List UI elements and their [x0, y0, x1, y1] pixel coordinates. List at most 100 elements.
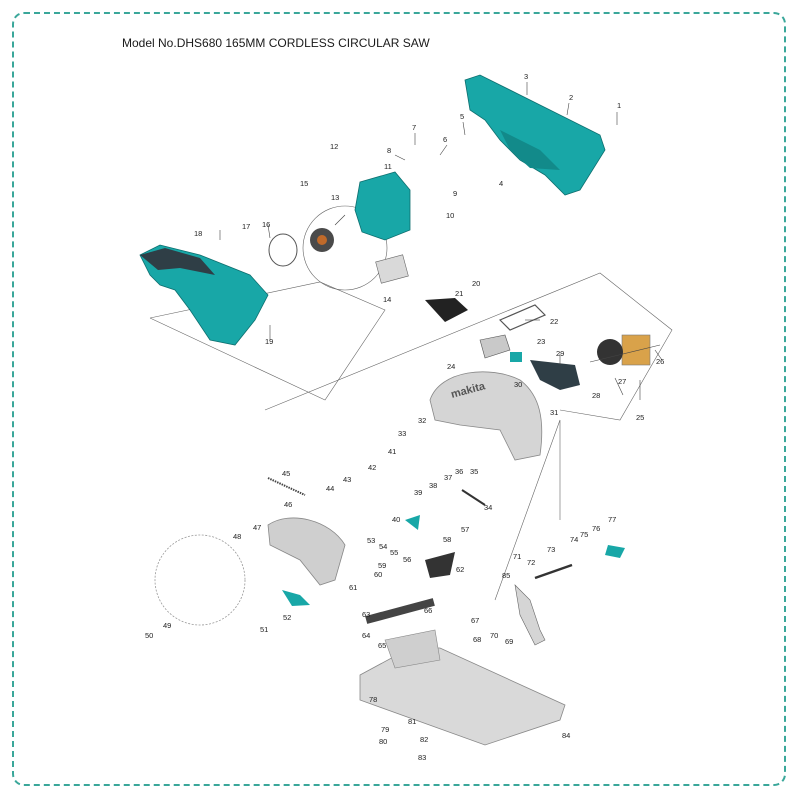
part-label-15: 15 [300, 179, 308, 188]
part-label-77: 77 [608, 515, 616, 524]
part-label-29: 29 [556, 349, 564, 358]
part-label-19: 19 [265, 337, 273, 346]
saw-blade [154, 534, 246, 626]
part-label-9: 9 [453, 189, 457, 198]
part-label-76: 76 [592, 524, 600, 533]
motor-housing [354, 171, 411, 241]
part-label-69: 69 [505, 637, 513, 646]
part-label-79: 79 [381, 725, 389, 734]
part-label-1: 1 [617, 101, 621, 110]
part-label-20: 20 [472, 279, 480, 288]
part-label-47: 47 [253, 523, 261, 532]
part-label-16: 16 [262, 220, 270, 229]
rear-handle-housing [464, 74, 606, 196]
part-label-73: 73 [547, 545, 555, 554]
part-label-27: 27 [618, 377, 626, 386]
part-label-8: 8 [387, 146, 391, 155]
stator-core [317, 235, 327, 245]
lever-52 [282, 590, 310, 606]
part-label-45: 45 [282, 469, 290, 478]
part-label-51: 51 [260, 625, 268, 634]
part-label-75: 75 [580, 530, 588, 539]
part-label-2: 2 [569, 93, 573, 102]
shaft-73 [534, 563, 573, 580]
part-label-7: 7 [412, 123, 416, 132]
lever-54 [405, 515, 420, 530]
part-label-3: 3 [524, 72, 528, 81]
part-label-53: 53 [367, 536, 375, 545]
part-label-48: 48 [233, 532, 241, 541]
part-label-4: 4 [499, 179, 503, 188]
depth-guide [365, 598, 435, 624]
part-label-32: 32 [418, 416, 426, 425]
part-label-83: 83 [418, 753, 426, 762]
part-label-35: 35 [470, 467, 478, 476]
rear-handle-grip [500, 130, 560, 170]
part-label-80: 80 [379, 737, 387, 746]
fan-gear [597, 339, 623, 365]
part-label-36: 36 [455, 467, 463, 476]
bearing-cover [268, 233, 298, 267]
part-label-49: 49 [163, 621, 171, 630]
part-label-54: 54 [379, 542, 387, 551]
part-label-56: 56 [403, 555, 411, 564]
front-handle [498, 304, 547, 331]
part-labels: 1 2 3 4 5 6 7 8 9 10 11 12 13 14 15 16 1… [145, 72, 664, 762]
part-label-70: 70 [490, 631, 498, 640]
motor-housing-grip [140, 248, 215, 275]
part-label-63: 63 [362, 610, 370, 619]
part-label-78: 78 [369, 695, 377, 704]
part-label-5: 5 [460, 112, 464, 121]
part-label-62: 62 [456, 565, 464, 574]
part-label-28: 28 [592, 391, 600, 400]
part-label-59: 59 [378, 561, 386, 570]
part-label-38: 38 [429, 481, 437, 490]
lock-lever [479, 334, 511, 359]
safety-cover [267, 517, 346, 586]
part-label-10: 10 [446, 211, 454, 220]
bracket-58 [425, 552, 455, 578]
part-label-14: 14 [383, 295, 391, 304]
spindle-shaft [461, 489, 486, 506]
base-plate-upright [384, 629, 441, 669]
part-label-71: 71 [513, 552, 521, 561]
part-label-84: 84 [562, 731, 570, 740]
part-label-68: 68 [473, 635, 481, 644]
part-label-37: 37 [444, 473, 452, 482]
part-label-82: 82 [420, 735, 428, 744]
part-label-26: 26 [656, 357, 664, 366]
group-outline-gear [494, 419, 561, 601]
group-outline-stator [302, 205, 388, 291]
part-label-31: 31 [550, 408, 558, 417]
part-label-21: 21 [455, 289, 463, 298]
part-label-33: 33 [398, 429, 406, 438]
part-label-6: 6 [443, 135, 447, 144]
leader-lines [219, 82, 663, 400]
part-label-74: 74 [570, 535, 578, 544]
group-outline-motor [264, 272, 673, 421]
part-label-52: 52 [283, 613, 291, 622]
part-label-41: 41 [388, 447, 396, 456]
part-label-34: 34 [484, 503, 492, 512]
part-label-43: 43 [343, 475, 351, 484]
part-label-65: 65 [378, 641, 386, 650]
part-label-42: 42 [368, 463, 376, 472]
part-label-17: 17 [242, 222, 250, 231]
part-label-13: 13 [331, 193, 339, 202]
motor-housing-left [139, 244, 269, 346]
part-label-11: 11 [384, 162, 392, 171]
part-label-66: 66 [424, 606, 432, 615]
tension-spring [267, 477, 306, 496]
part-label-60: 60 [374, 570, 382, 579]
page-title: Model No.DHS680 165MM CORDLESS CIRCULAR … [122, 36, 430, 50]
lever-77 [605, 545, 625, 558]
part-label-61: 61 [349, 583, 357, 592]
blade-case [429, 371, 543, 461]
part-label-39: 39 [414, 488, 422, 497]
part-label-72: 72 [527, 558, 535, 567]
link-85 [514, 584, 546, 646]
part-label-23: 23 [537, 337, 545, 346]
part-label-30: 30 [514, 380, 522, 389]
part-label-57: 57 [461, 525, 469, 534]
